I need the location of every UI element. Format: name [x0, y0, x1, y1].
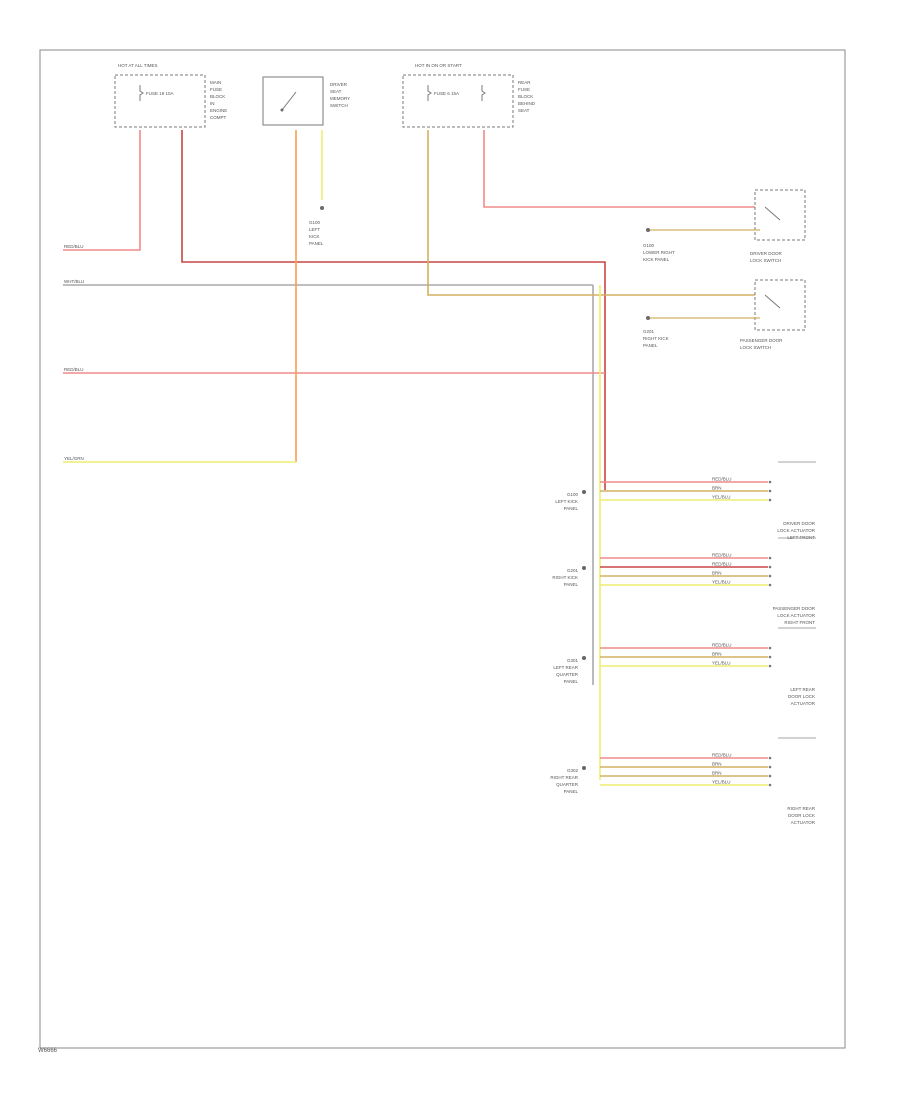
connector-wire-label: RED/BLU [712, 753, 732, 758]
connector-wire-label: YEL/BLU [712, 780, 731, 785]
ground-label: G100 LEFT KICK PANEL [309, 220, 324, 246]
switch-1-ground: G100 LOWER RIGHT KICK PANEL [643, 243, 676, 262]
connector-wire-label: RED/BLU [712, 553, 732, 558]
connector-pin [768, 664, 772, 668]
fuse-symbol-1 [139, 85, 144, 101]
connector-pin [768, 556, 772, 560]
fuse-box-1-fuse: FUSE 19 10A [146, 91, 174, 96]
switch-1-name: DRIVER DOOR LOCK SWITCH [750, 251, 783, 263]
switch-arm [281, 91, 297, 111]
fuse-box-1-title: HOT AT ALL TIMES [118, 63, 158, 68]
wire-red-fuse1-left [63, 130, 141, 251]
left-wire-label-3: RED/BLU [64, 367, 84, 372]
wire-tan-rear-fuse [427, 130, 760, 296]
connector-pin [768, 498, 772, 502]
fuse-box-2-caption: DRIVER SEAT MEMORY SWITCH [330, 82, 351, 108]
connector-pin [768, 765, 772, 769]
connector-ground-dot [582, 656, 586, 660]
passenger-door-lock-switch: G201 RIGHT KICK PANEL PASSENGER DOOR LOC… [643, 279, 806, 350]
connector-pin [768, 583, 772, 587]
switch-2-ground-dot [646, 316, 650, 320]
connector-wire-label: RED/BLU [712, 562, 732, 567]
main-fuse-block: HOT AT ALL TIMES FUSE 19 10A MAIN FUSE B… [114, 63, 229, 128]
switch-contact [280, 108, 284, 112]
connector-wire-label: RED/BLU [712, 477, 732, 482]
connector-ground-dot [582, 766, 586, 770]
switch-ground: G100 LEFT KICK PANEL [309, 206, 324, 246]
connector-pin [768, 480, 772, 484]
connector-wire-label: YEL/BLU [712, 580, 731, 585]
wire-runs [63, 130, 760, 780]
connector-wire-label: RED/BLU [712, 643, 732, 648]
connector-pin [768, 783, 772, 787]
connector-pin [768, 574, 772, 578]
switch-2-arm [764, 294, 781, 309]
switch-1-frame [754, 189, 806, 241]
connector-pin [768, 655, 772, 659]
switch-1-ground-dot [646, 228, 650, 232]
rear-fuse-block: HOT IN ON OR START FUSE 6 15A REAR FUSE … [402, 63, 536, 128]
left-wire-label-4: YEL/GRN [64, 456, 84, 461]
switch-1-arm [764, 206, 781, 221]
connector-wire-label: BRN [712, 486, 722, 491]
fuse-symbol-3a [427, 85, 432, 101]
driver-seat-memory-switch: DRIVER SEAT MEMORY SWITCH [262, 76, 351, 126]
fuse-symbol-3b [481, 85, 486, 101]
ground-point [320, 206, 324, 210]
switch-2-frame [754, 279, 806, 331]
wire-darkred-fuse1-bus [181, 130, 606, 490]
connector-wire-label: BRN [712, 771, 722, 776]
connector-ground-dot [582, 566, 586, 570]
fuse-box-3-frame [402, 74, 514, 128]
connector-wire-label: YEL/BLU [712, 661, 731, 666]
driver-door-lock-switch: G100 LOWER RIGHT KICK PANEL DRIVER DOOR … [643, 189, 806, 263]
connector-ground-dot [582, 490, 586, 494]
fuse-box-1-caption: MAIN FUSE BLOCK IN ENGINE COMPT [210, 80, 229, 120]
switch-2-ground: G201 RIGHT KICK PANEL [643, 329, 670, 348]
fuse-box-3-title: HOT IN ON OR START [415, 63, 462, 68]
left-wire-label-1: RED/BLU [64, 244, 84, 249]
connector-pin [768, 565, 772, 569]
connector-pin [768, 756, 772, 760]
left-wire-label-2: WHT/BLU [64, 279, 84, 284]
fuse-box-3-caption: REAR FUSE BLOCK BEHIND SEAT [518, 80, 536, 113]
fuse-box-2-frame [262, 76, 324, 126]
connector-pin [768, 774, 772, 778]
left-wire-labels: RED/BLU WHT/BLU RED/BLU YEL/GRN [64, 244, 84, 461]
connector-wire-label: YEL/BLU [712, 495, 731, 500]
connector-pin [768, 489, 772, 493]
fuse-box-3-fuse: FUSE 6 15A [434, 91, 459, 96]
page-reference: W6666 [38, 1048, 58, 1054]
connector-wire-label: BRN [712, 652, 722, 657]
connector-wire-label: BRN [712, 762, 722, 767]
switch-2-name: PASSENGER DOOR LOCK SWITCH [740, 338, 784, 350]
connector-wire-label: BRN [712, 571, 722, 576]
diagram-frame [39, 49, 846, 1049]
connector-pin [768, 646, 772, 650]
wire-red-rear-fuse [483, 130, 760, 208]
fuse-box-1-frame [114, 74, 206, 128]
